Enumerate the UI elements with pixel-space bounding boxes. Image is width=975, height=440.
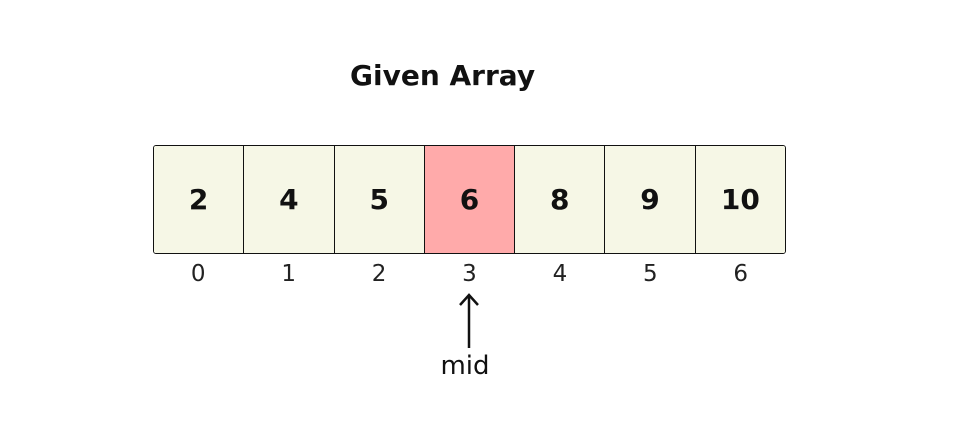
array-row: 2 4 5 6 8 9 10	[153, 145, 786, 254]
array-cell-2: 5	[334, 146, 425, 253]
array-cell-6: 10	[695, 146, 785, 253]
index-label-3: 3	[462, 261, 477, 287]
index-label-0: 0	[190, 261, 206, 287]
index-label-4: 4	[552, 261, 568, 287]
index-label-6: 6	[733, 261, 749, 287]
array-cell-0: 2	[154, 146, 245, 253]
up-arrow-icon	[459, 293, 479, 348]
index-label-5: 5	[643, 261, 658, 287]
array-cell-3-mid: 6	[424, 146, 516, 253]
index-label-1: 1	[281, 261, 296, 287]
index-label-2: 2	[371, 261, 387, 287]
mid-pointer-label: mid	[440, 351, 490, 381]
array-indices: 0 1 2 3 4 5 6	[153, 259, 786, 289]
array-cell-4: 8	[515, 146, 606, 253]
array-cell-5: 9	[605, 146, 696, 253]
array-cell-1: 4	[244, 146, 335, 253]
diagram-title: Given Array	[350, 59, 536, 92]
